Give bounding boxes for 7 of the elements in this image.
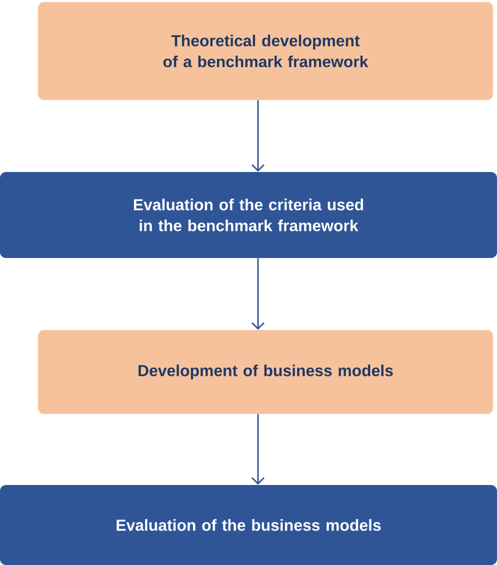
process-box: Evaluation of the business models [0, 485, 497, 565]
process-box: Development of business models [38, 330, 493, 414]
process-box: Evaluation of the criteria used in the benchmark framework [0, 172, 497, 258]
process-box: Theoretical development of a benchmark framework [38, 2, 493, 100]
arrow [251, 100, 265, 172]
arrow [251, 258, 265, 330]
arrow [251, 414, 265, 485]
